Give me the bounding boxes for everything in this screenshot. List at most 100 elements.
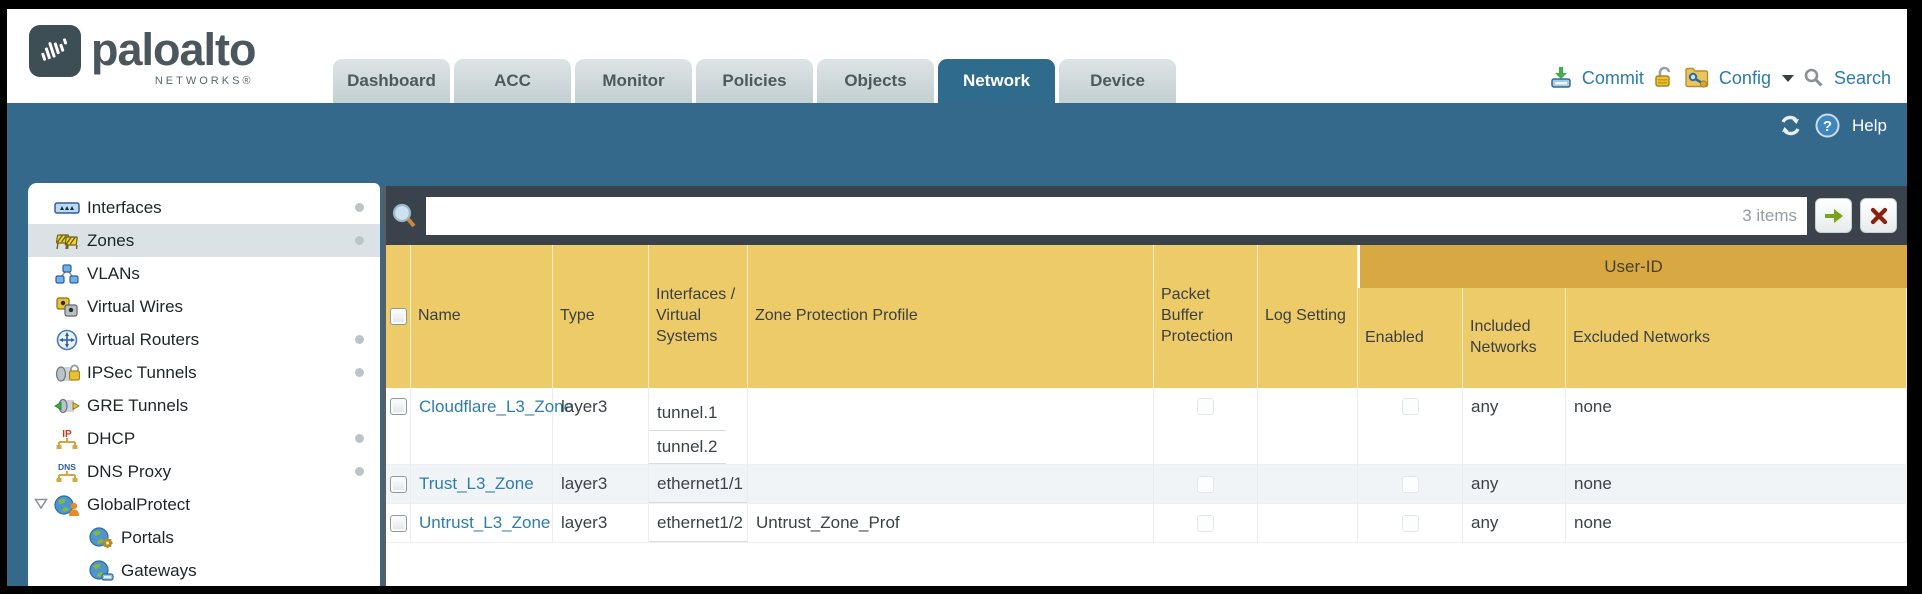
packet-buffer-checkbox[interactable]: [1197, 475, 1214, 493]
table-header: User-ID Name Type Interfaces / Virtual S…: [386, 245, 1907, 388]
sidebar-item-label: DHCP: [87, 428, 136, 448]
filter-search-icon: [390, 202, 418, 230]
sidebar-item-label: Interfaces: [87, 197, 162, 217]
filter-input[interactable]: [426, 196, 1743, 235]
packet-buffer-checkbox[interactable]: [1197, 514, 1214, 532]
sidebar-item-label: GlobalProtect: [87, 494, 190, 514]
zone-protection-profile-cell: Untrust_Zone_Prof: [748, 504, 1154, 542]
tab-network[interactable]: Network: [938, 59, 1055, 103]
col-header-interfaces[interactable]: Interfaces / Virtual Systems: [649, 245, 748, 388]
select-all-checkbox[interactable]: [389, 308, 407, 325]
interface-item: ethernet1/2: [649, 504, 747, 542]
virtual-wires-icon: [52, 296, 82, 317]
col-header-enabled[interactable]: Enabled: [1358, 245, 1463, 388]
paloalto-logo-icon: [29, 25, 81, 77]
search-icon: [1803, 67, 1825, 89]
table-row: Trust_L3_Zone layer3 ethernet1/1 any non…: [386, 465, 1907, 504]
vlans-icon: [52, 263, 82, 284]
included-networks-cell: any: [1463, 504, 1566, 542]
row-select-cell: [386, 504, 411, 542]
sidebar-item-dhcp[interactable]: IP DHCP: [28, 422, 380, 455]
expand-triangle-icon[interactable]: [34, 498, 48, 510]
user-id-enabled-cell: [1358, 465, 1463, 503]
tab-objects[interactable]: Objects: [817, 59, 934, 103]
config-caret-icon[interactable]: [1781, 74, 1794, 82]
user-id-enabled-checkbox[interactable]: [1401, 475, 1419, 493]
tab-monitor[interactable]: Monitor: [575, 59, 692, 103]
sidebar-item-label: DNS Proxy: [87, 461, 172, 481]
included-networks-cell: any: [1463, 388, 1566, 464]
zone-type-cell: layer3: [553, 465, 649, 503]
col-header-packet-buffer-protection[interactable]: Packet Buffer Protection: [1154, 245, 1258, 388]
apply-filter-button[interactable]: [1815, 198, 1852, 233]
search-button[interactable]: Search: [1833, 67, 1891, 88]
help-label[interactable]: Help: [1852, 115, 1887, 135]
col-header-type[interactable]: Type: [553, 245, 649, 388]
ipsec-tunnels-icon: [52, 363, 82, 383]
lock-icon[interactable]: [1653, 66, 1675, 90]
zones-main-panel: 3 items User-ID Name Type: [382, 186, 1907, 586]
excluded-networks-cell: none: [1566, 504, 1907, 542]
zone-interfaces-cell: tunnel.1 tunnel.2: [649, 388, 748, 464]
status-dot: [355, 236, 364, 245]
sidebar-item-gre-tunnels[interactable]: GRE Tunnels: [28, 389, 380, 422]
top-bar: paloalto NETWORKS® Dashboard ACC Monitor…: [7, 9, 1907, 103]
zone-protection-profile-cell: [748, 465, 1154, 503]
user-id-enabled-cell: [1358, 388, 1463, 464]
row-checkbox[interactable]: [389, 398, 407, 415]
zone-name-link[interactable]: Untrust_L3_Zone: [419, 513, 551, 532]
zone-name-cell: Untrust_L3_Zone: [411, 504, 553, 542]
col-header-excluded-networks[interactable]: Excluded Networks: [1566, 245, 1907, 388]
zone-type-cell: layer3: [553, 504, 649, 542]
col-header-zone-protection-profile[interactable]: Zone Protection Profile: [748, 245, 1154, 388]
row-checkbox[interactable]: [389, 475, 407, 493]
zone-name-cell: Cloudflare_L3_Zone: [411, 388, 573, 464]
filter-toolbar: 3 items: [386, 186, 1907, 245]
sidebar-item-dns-proxy[interactable]: DNS DNS Proxy: [28, 455, 380, 488]
select-all-cell: [386, 245, 411, 388]
tab-acc[interactable]: ACC: [454, 59, 571, 103]
log-setting-cell: [1258, 465, 1358, 503]
sidebar-item-globalprotect[interactable]: GlobalProtect: [28, 488, 380, 521]
help-icon[interactable]: ?: [1815, 113, 1840, 138]
user-id-enabled-checkbox[interactable]: [1401, 514, 1419, 532]
commit-button[interactable]: Commit: [1581, 67, 1644, 88]
sidebar-item-virtual-wires[interactable]: Virtual Wires: [28, 290, 380, 323]
page-banner: ? Help: [1778, 113, 1887, 138]
packet-buffer-protection-cell: [1154, 388, 1258, 464]
sidebar-item-zones[interactable]: Zones: [28, 224, 380, 257]
tab-policies[interactable]: Policies: [696, 59, 813, 103]
sidebar-item-virtual-routers[interactable]: Virtual Routers: [28, 323, 380, 356]
row-select-cell: [386, 388, 411, 464]
sidebar-item-ipsec-tunnels[interactable]: IPSec Tunnels: [28, 356, 380, 389]
tab-device[interactable]: Device: [1059, 59, 1176, 103]
sidebar-item-gateways[interactable]: Gateways: [28, 554, 380, 586]
sidebar-item-interfaces[interactable]: Interfaces: [28, 191, 380, 224]
svg-text:?: ?: [1823, 118, 1832, 135]
sidebar-item-label: Portals: [121, 527, 174, 547]
sidebar-item-label: VLANs: [87, 263, 140, 283]
config-menu[interactable]: Config: [1718, 67, 1771, 88]
refresh-icon[interactable]: [1778, 113, 1803, 138]
clear-filter-button[interactable]: [1860, 198, 1897, 233]
col-header-name[interactable]: Name: [411, 245, 553, 388]
zone-name-link[interactable]: Trust_L3_Zone: [419, 474, 534, 493]
sidebar-item-portals[interactable]: Portals: [28, 521, 380, 554]
sidebar-item-label: GRE Tunnels: [87, 395, 189, 415]
col-header-log-setting[interactable]: Log Setting: [1258, 245, 1358, 388]
zone-name-cell: Trust_L3_Zone: [411, 465, 553, 503]
zone-interfaces-cell: ethernet1/2: [649, 504, 748, 542]
virtual-routers-icon: [52, 329, 82, 351]
tab-dashboard[interactable]: Dashboard: [333, 59, 450, 103]
row-checkbox[interactable]: [389, 514, 407, 532]
zone-name-link[interactable]: Cloudflare_L3_Zone: [419, 397, 574, 416]
main-nav-tabs: Dashboard ACC Monitor Policies Objects N…: [333, 59, 1176, 103]
col-header-included-networks[interactable]: Included Networks: [1463, 245, 1566, 388]
log-setting-cell: [1258, 388, 1358, 464]
sidebar-item-label: Virtual Routers: [87, 329, 200, 349]
status-dot: [355, 335, 364, 344]
packet-buffer-checkbox[interactable]: [1197, 398, 1214, 415]
user-id-enabled-checkbox[interactable]: [1401, 398, 1419, 415]
sidebar-item-vlans[interactable]: VLANs: [28, 257, 380, 290]
excluded-networks-cell: none: [1566, 465, 1907, 503]
